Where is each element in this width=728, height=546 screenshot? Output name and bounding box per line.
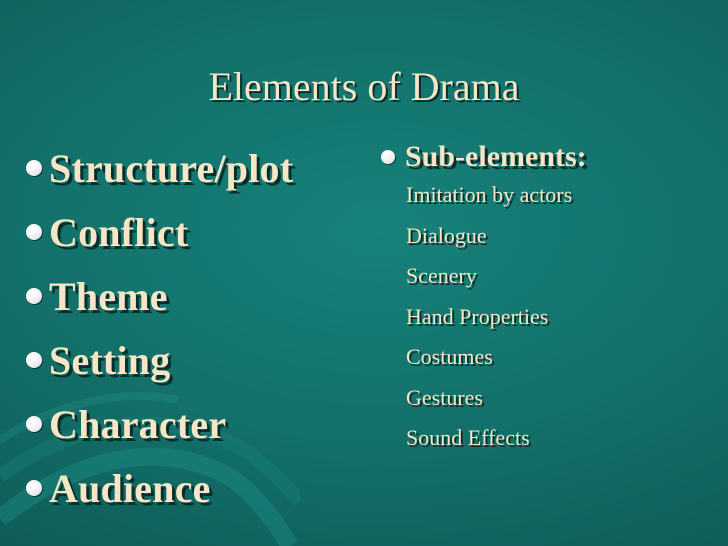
- element-item-conflict: Conflict: [26, 200, 293, 264]
- sub-element-item: Scenery: [406, 263, 477, 288]
- element-label: Setting: [49, 337, 171, 383]
- element-item-character: Character: [26, 392, 293, 456]
- element-label: Structure/plot: [49, 145, 294, 191]
- sub-element-list: Imitation by actors Dialogue Scenery Han…: [406, 184, 572, 468]
- sub-element-item: Sound Effects: [406, 425, 530, 450]
- element-item-setting: Setting: [26, 328, 293, 392]
- sub-element-item: Dialogue: [406, 222, 487, 248]
- element-label: Character: [49, 401, 227, 447]
- slide-title: Elements of Drama: [208, 63, 520, 109]
- bullet-dot-icon: [381, 150, 395, 164]
- element-item-structure-plot: Structure/plot: [26, 136, 293, 200]
- bullet-dot-icon: [26, 352, 42, 368]
- element-label: Theme: [49, 273, 168, 319]
- element-list: Structure/plot Conflict Theme Setting Ch…: [26, 136, 293, 520]
- bullet-dot-icon: [26, 416, 42, 432]
- bullet-dot-icon: [26, 480, 42, 496]
- element-item-theme: Theme: [26, 264, 293, 328]
- sub-element-item: Imitation by actors: [406, 182, 573, 207]
- sub-element-item: Hand Properties: [406, 303, 549, 329]
- sub-element-item: Costumes: [406, 344, 493, 369]
- sub-elements-heading-label: Sub-elements:: [405, 140, 587, 173]
- element-label: Audience: [49, 465, 211, 511]
- sub-element-item: Gestures: [406, 384, 483, 410]
- bullet-dot-icon: [26, 288, 42, 304]
- element-label: Conflict: [49, 209, 189, 255]
- element-item-audience: Audience: [26, 456, 293, 520]
- bullet-dot-icon: [26, 160, 42, 176]
- sub-elements-heading: Sub-elements:: [381, 140, 587, 174]
- bullet-dot-icon: [26, 224, 42, 240]
